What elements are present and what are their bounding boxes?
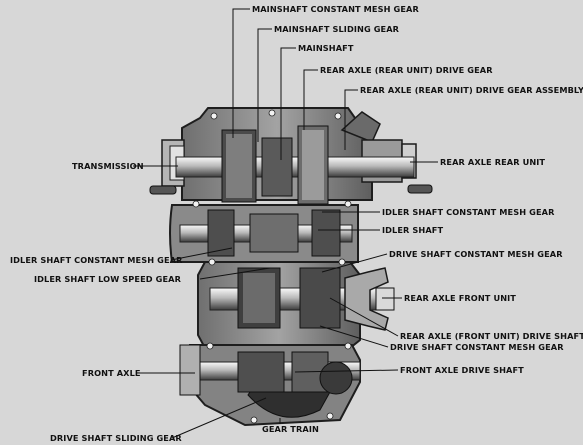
leader-idler-constant-mesh-left [170,247,233,261]
leader-rear-drive-gear [303,69,318,130]
label-idler-shaft-low-speed-gear: IDLER SHAFT LOW SPEED GEAR [34,274,181,284]
label-mainshaft-sliding-gear: MAINSHAFT SLIDING GEAR [274,24,400,34]
label-rear-axle-front-unit: REAR AXLE FRONT UNIT [404,293,516,303]
mainshaft-bar [175,156,415,178]
label-front-axle-drive-shaft: FRONT AXLE DRIVE SHAFT [400,365,524,375]
leader-mainshaft-sliding-gear [257,28,272,142]
leader-drive-shaft-constant-mesh-upper [321,253,388,273]
label-idler-shaft-constant-mesh-gear-right: IDLER SHAFT CONSTANT MESH GEAR [382,207,555,217]
label-mainshaft: MAINSHAFT [298,43,354,53]
housing-bolts [192,109,352,424]
label-mainshaft-constant-mesh-gear: MAINSHAFT CONSTANT MESH GEAR [252,4,419,14]
label-idler-shaft: IDLER SHAFT [382,225,444,235]
drive-gears [237,267,341,329]
leader-rear-drive-gear-assembly [344,89,358,150]
leader-lines [133,8,438,439]
leader-idler-low-speed [199,267,271,280]
label-drive-shaft-constant-mesh-gear-lower: DRIVE SHAFT CONSTANT MESH GEAR [390,342,564,352]
label-rear-axle-rear-unit: REAR AXLE REAR UNIT [440,157,546,167]
label-rear-axle-rear-unit-drive-gear-assembly: REAR AXLE (REAR UNIT) DRIVE GEAR ASSEMBL… [360,85,583,95]
leader-mainshaft [280,47,296,160]
leader-front-axle-drive-shaft [294,369,399,373]
leader-drive-shaft-sliding [171,397,267,439]
idler-gears [207,209,341,257]
mainshaft-gears [221,125,329,205]
label-rear-axle-rear-unit-drive-gear: REAR AXLE (REAR UNIT) DRIVE GEAR [320,65,493,75]
label-idler-shaft-constant-mesh-gear-left: IDLER SHAFT CONSTANT MESH GEAR [10,255,183,265]
label-gear-train: GEAR TRAIN [262,424,319,434]
label-drive-shaft-constant-mesh-gear-upper: DRIVE SHAFT CONSTANT MESH GEAR [389,249,563,259]
rear-axle-front-unit-flange [344,267,395,331]
label-drive-shaft-sliding-gear: DRIVE SHAFT SLIDING GEAR [50,433,182,443]
leader-rear-axle-front-drive-shaft [329,297,399,337]
leader-mainshaft-constant-mesh-gear [232,8,250,138]
label-transmission: TRANSMISSION [72,161,144,171]
leader-drive-shaft-constant-mesh-lower [319,325,389,348]
label-rear-axle-front-unit-drive-shaft: REAR AXLE (FRONT UNIT) DRIVE SHAFT [400,331,583,341]
label-front-axle: FRONT AXLE [82,368,141,378]
front-axle-parts [179,344,353,418]
